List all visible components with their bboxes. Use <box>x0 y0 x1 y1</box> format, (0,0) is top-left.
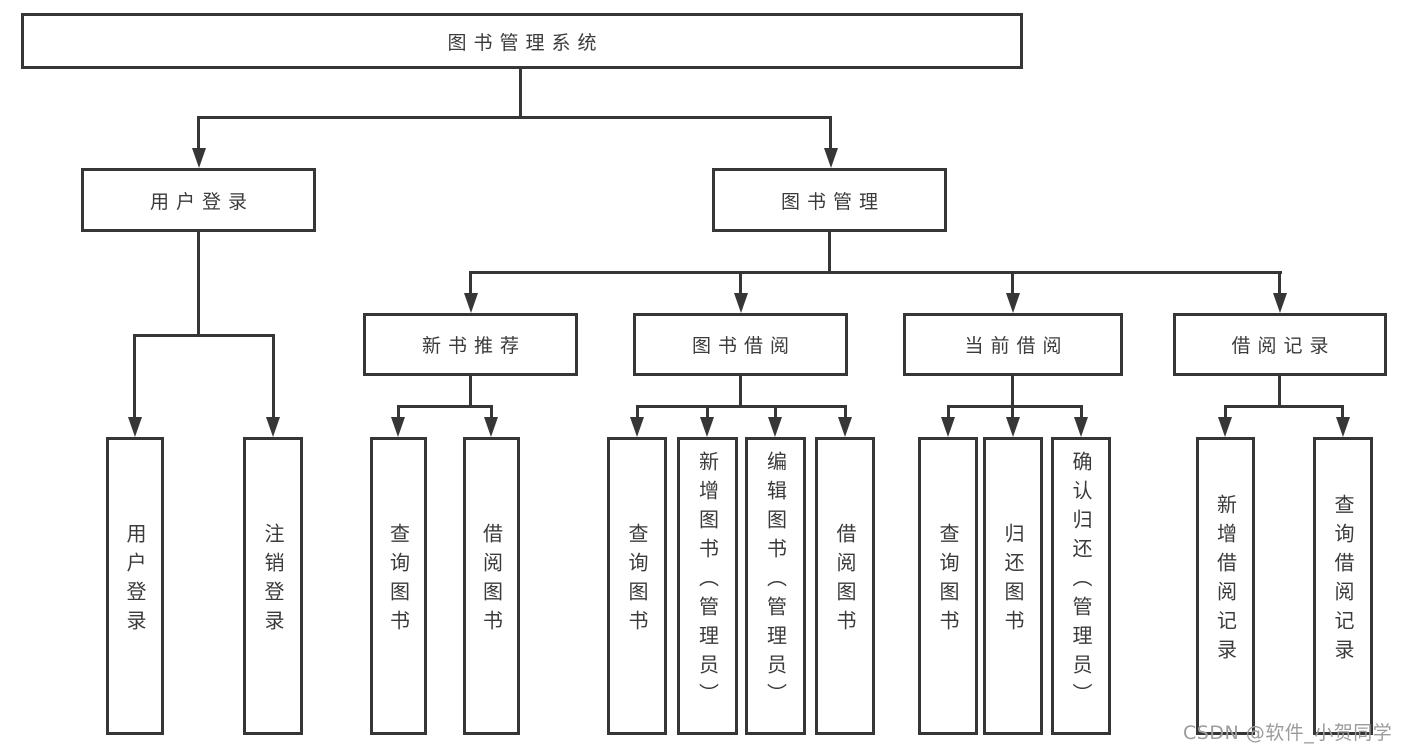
connector-line <box>706 405 709 419</box>
connector-line <box>1011 271 1014 295</box>
node-book-management: 图书管理 <box>712 168 947 232</box>
arrow-down-icon <box>391 417 405 437</box>
connector-line <box>947 405 1083 408</box>
connector-line <box>469 271 472 295</box>
leaf-edit-book-admin: 编辑图书（管理员） <box>745 437 806 735</box>
node-label: 注销登录 <box>261 523 285 639</box>
leaf-query-borrow-record: 查询借阅记录 <box>1313 437 1373 735</box>
node-library-management-system: 图书管理系统 <box>21 13 1023 69</box>
node-label: 查询图书 <box>936 523 960 639</box>
arrow-down-icon <box>700 417 714 437</box>
node-label: 借阅图书 <box>833 523 857 639</box>
connector-line <box>1011 376 1014 407</box>
node-label: 当前借阅 <box>964 335 1069 357</box>
arrow-down-icon <box>824 148 838 168</box>
leaf-add-book-admin: 新增图书（管理员） <box>677 437 738 735</box>
node-label: 借阅图书 <box>479 523 504 639</box>
arrow-down-icon <box>941 417 955 437</box>
connector-line <box>197 116 832 119</box>
connector-line <box>469 271 1282 274</box>
arrow-down-icon <box>768 417 782 437</box>
arrow-down-icon <box>838 417 852 437</box>
node-label: 用户登录 <box>149 190 254 213</box>
connector-line <box>469 376 472 407</box>
node-label: 图书管理系统 <box>447 31 604 54</box>
connector-line <box>519 69 522 117</box>
node-label: 查询借阅记录 <box>1331 494 1355 668</box>
connector-line <box>829 116 832 150</box>
leaf-confirm-return-admin: 确认归还（管理员） <box>1051 437 1111 735</box>
arrow-down-icon <box>630 417 644 437</box>
node-label: 借阅记录 <box>1231 335 1336 357</box>
arrow-down-icon <box>266 417 280 437</box>
leaf-add-borrow-record: 新增借阅记录 <box>1196 437 1255 735</box>
connector-line <box>1080 405 1083 419</box>
csdn-watermark: CSDN @软件_小贺同学 <box>1183 722 1393 744</box>
leaf-borrowing-query-books: 查询图书 <box>607 437 667 735</box>
connector-line <box>1278 271 1281 295</box>
node-label: 图书借阅 <box>691 335 796 357</box>
leaf-recommend-borrow-books: 借阅图书 <box>463 437 520 735</box>
node-label: 新增借阅记录 <box>1213 494 1238 668</box>
connector-line <box>397 405 400 419</box>
arrow-down-icon <box>192 148 206 168</box>
connector-line <box>1224 405 1227 419</box>
connector-line <box>844 405 847 419</box>
arrow-down-icon <box>1074 417 1088 437</box>
connector-line <box>1011 405 1014 419</box>
node-label: 归还图书 <box>1001 523 1025 639</box>
arrow-down-icon <box>1006 293 1020 313</box>
node-label: 新书推荐 <box>421 335 526 357</box>
leaf-logout: 注销登录 <box>243 437 303 735</box>
connector-line <box>133 334 275 337</box>
node-label: 编辑图书（管理员） <box>763 450 788 712</box>
connector-line <box>133 334 136 419</box>
arrow-down-icon <box>1218 417 1232 437</box>
connector-line <box>272 334 275 419</box>
node-new-book-recommend: 新书推荐 <box>363 313 578 376</box>
connector-line <box>636 405 639 419</box>
node-current-borrowing: 当前借阅 <box>903 313 1123 376</box>
arrow-down-icon <box>1273 293 1287 313</box>
arrow-down-icon <box>1336 417 1350 437</box>
connector-line <box>828 232 831 274</box>
node-label: 查询图书 <box>386 523 411 639</box>
arrow-down-icon <box>484 417 498 437</box>
leaf-recommend-query-books: 查询图书 <box>370 437 427 735</box>
connector-line <box>636 405 847 408</box>
connector-line <box>774 405 777 419</box>
node-label: 图书管理 <box>780 190 885 213</box>
node-label: 新增图书（管理员） <box>695 450 720 712</box>
leaf-user-login: 用户登录 <box>106 437 164 735</box>
connector-line <box>197 232 200 336</box>
arrow-down-icon <box>464 293 478 313</box>
leaf-return-book: 归还图书 <box>983 437 1043 735</box>
connector-line <box>1224 405 1344 408</box>
leaf-borrowing-borrow-books: 借阅图书 <box>815 437 875 735</box>
node-label: 用户登录 <box>123 523 147 639</box>
connector-line <box>739 376 742 407</box>
arrow-down-icon <box>1006 417 1020 437</box>
connector-line <box>1278 376 1281 407</box>
connector-line <box>490 405 493 419</box>
arrow-down-icon <box>734 293 748 313</box>
node-book-borrowing: 图书借阅 <box>633 313 848 376</box>
connector-line <box>397 405 493 408</box>
connector-line <box>947 405 950 419</box>
leaf-current-query-books: 查询图书 <box>918 437 978 735</box>
connector-line <box>739 271 742 295</box>
arrow-down-icon <box>128 417 142 437</box>
node-label: 确认归还（管理员） <box>1069 450 1093 712</box>
node-label: 查询图书 <box>625 523 649 639</box>
connector-line <box>197 116 200 150</box>
connector-line <box>1341 405 1344 419</box>
node-user-login: 用户登录 <box>81 168 316 232</box>
node-borrowing-records: 借阅记录 <box>1173 313 1387 376</box>
